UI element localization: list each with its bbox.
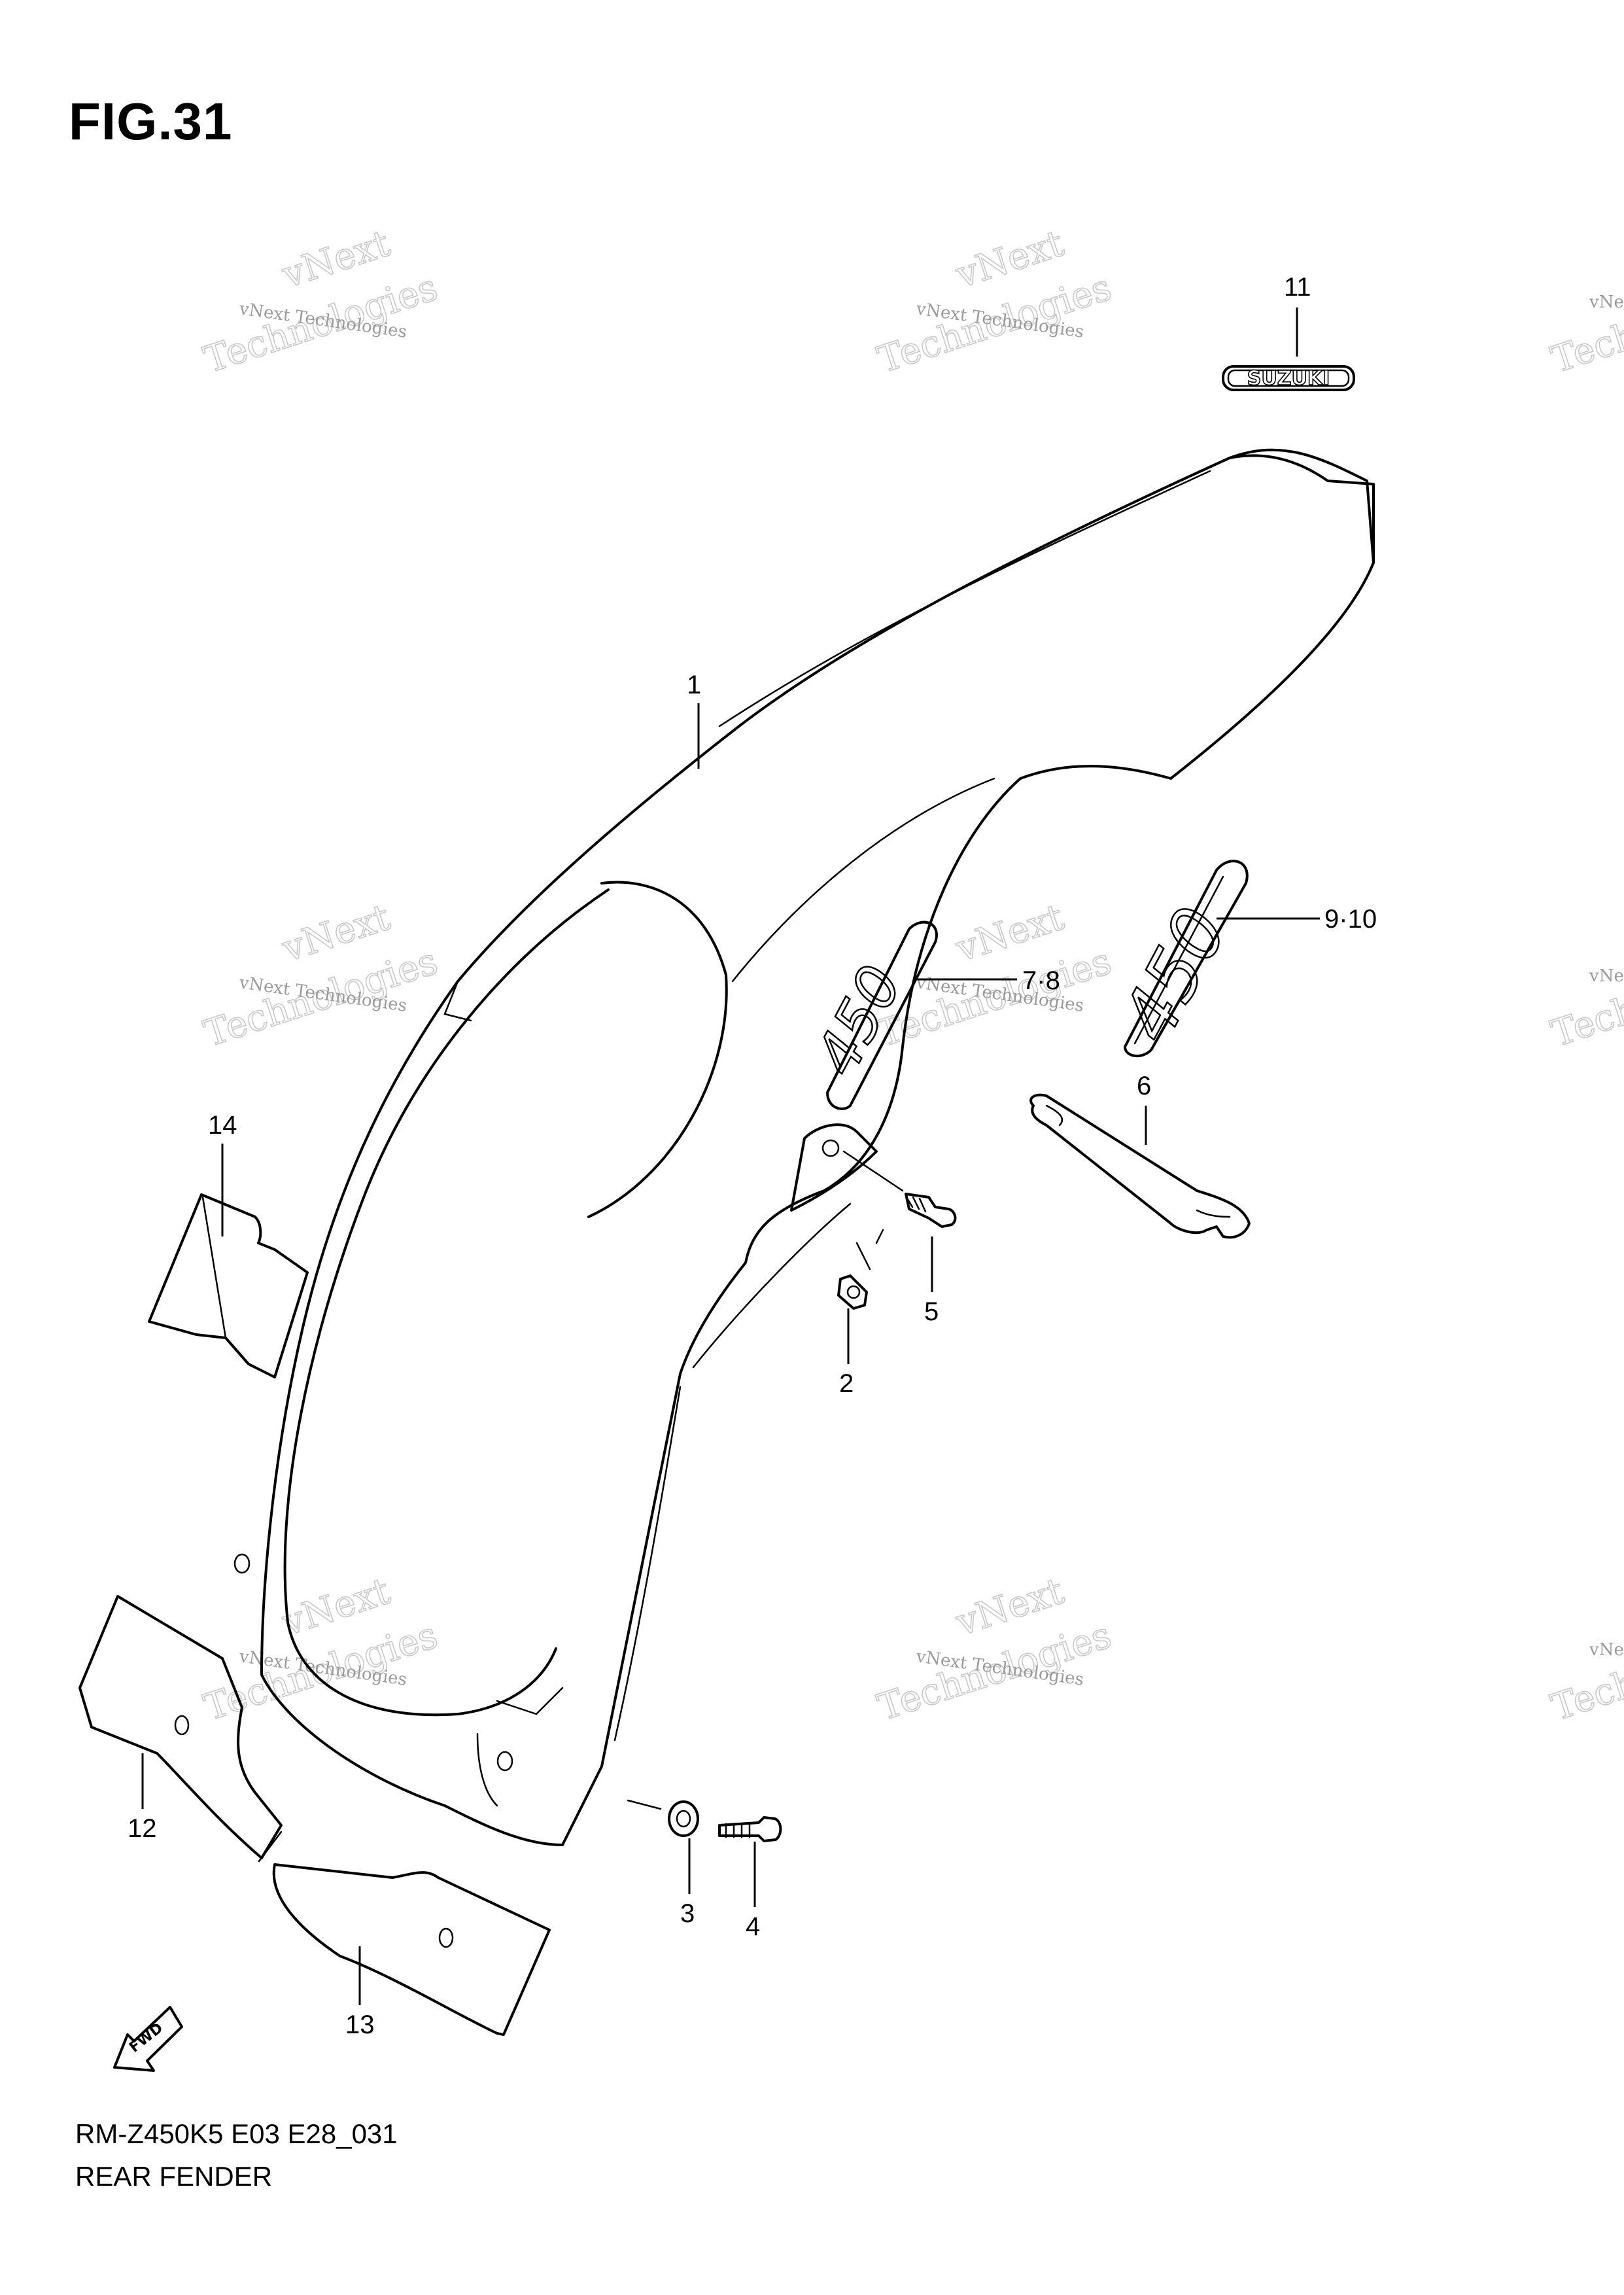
- watermark-2: vNext Technologies vNext Technologies: [872, 222, 1116, 382]
- watermark-8: vNext Technologies Technologies: [1546, 939, 1624, 1056]
- callout-9-10: 9·10: [1324, 905, 1377, 934]
- watermark-3: vNext Technologies vNext Technologies: [198, 896, 443, 1056]
- diagram-code: RM-Z450K5 E03 E28_031: [75, 2118, 398, 2149]
- callout-6: 6: [1137, 1072, 1151, 1100]
- svg-text:vNext Technologies: vNext Technologies: [1589, 1640, 1624, 1660]
- watermark-group: vNext Technologies vNext Technologies vN…: [198, 222, 1624, 1730]
- side-cover-part-12: 12: [78, 1595, 283, 1863]
- pad-part-14: 14: [148, 1111, 309, 1378]
- svg-text:Technologies: Technologies: [1546, 1614, 1624, 1729]
- rear-fender-part-1: 1: [233, 448, 1375, 1846]
- watermark-6: vNext Technologies vNext Technologies: [872, 1569, 1116, 1730]
- watermark-1: vNext Technologies vNext Technologies: [198, 222, 443, 382]
- svg-text:vNext Technologies: vNext Technologies: [1589, 292, 1624, 312]
- callout-7-8: 7·8: [1022, 966, 1060, 995]
- svg-text:Technologies: Technologies: [1546, 266, 1624, 381]
- collar-part-3: 3: [627, 1799, 699, 1928]
- callout-11: 11: [1284, 273, 1311, 302]
- nut-clip-part-2: 2: [837, 1229, 884, 1398]
- figure-title: FIG.31: [69, 92, 233, 150]
- callout-2: 2: [839, 1369, 854, 1398]
- bolt-part-5: 5: [842, 1150, 957, 1326]
- watermark-5: vNext Technologies vNext Technologies: [198, 1569, 443, 1730]
- callout-1: 1: [687, 671, 701, 699]
- suzuki-decal-part-11: SUZUKI 11: [1222, 273, 1355, 391]
- decal-part-9-10: 450 9·10: [1105, 860, 1377, 1057]
- callout-7-8-group: 7·8: [916, 966, 1060, 995]
- callout-4: 4: [746, 1912, 760, 1941]
- stay-part-6: 6: [1029, 1072, 1251, 1239]
- callout-3: 3: [680, 1899, 695, 1928]
- callout-12: 12: [128, 1814, 157, 1843]
- svg-text:SUZUKI: SUZUKI: [1247, 367, 1330, 390]
- diagram-name: REAR FENDER: [75, 2161, 273, 2192]
- watermark-7: vNext Technologies Technologies: [1546, 266, 1624, 382]
- callout-14: 14: [208, 1111, 237, 1140]
- svg-text:vNext Technologies: vNext Technologies: [1589, 966, 1624, 986]
- svg-text:Technologies: Technologies: [1546, 940, 1624, 1055]
- callout-13: 13: [345, 2010, 375, 2039]
- lower-cover-part-13: 13: [272, 1863, 551, 2039]
- bolt-part-4: 4: [718, 1816, 782, 1941]
- callout-5: 5: [924, 1297, 939, 1326]
- svg-text:FWD: FWD: [126, 2020, 166, 2056]
- watermark-9: vNext Technologies Technologies: [1546, 1613, 1624, 1730]
- fwd-arrow-icon: FWD: [113, 2006, 183, 2072]
- watermark-4: vNext Technologies vNext Technologies: [872, 896, 1116, 1056]
